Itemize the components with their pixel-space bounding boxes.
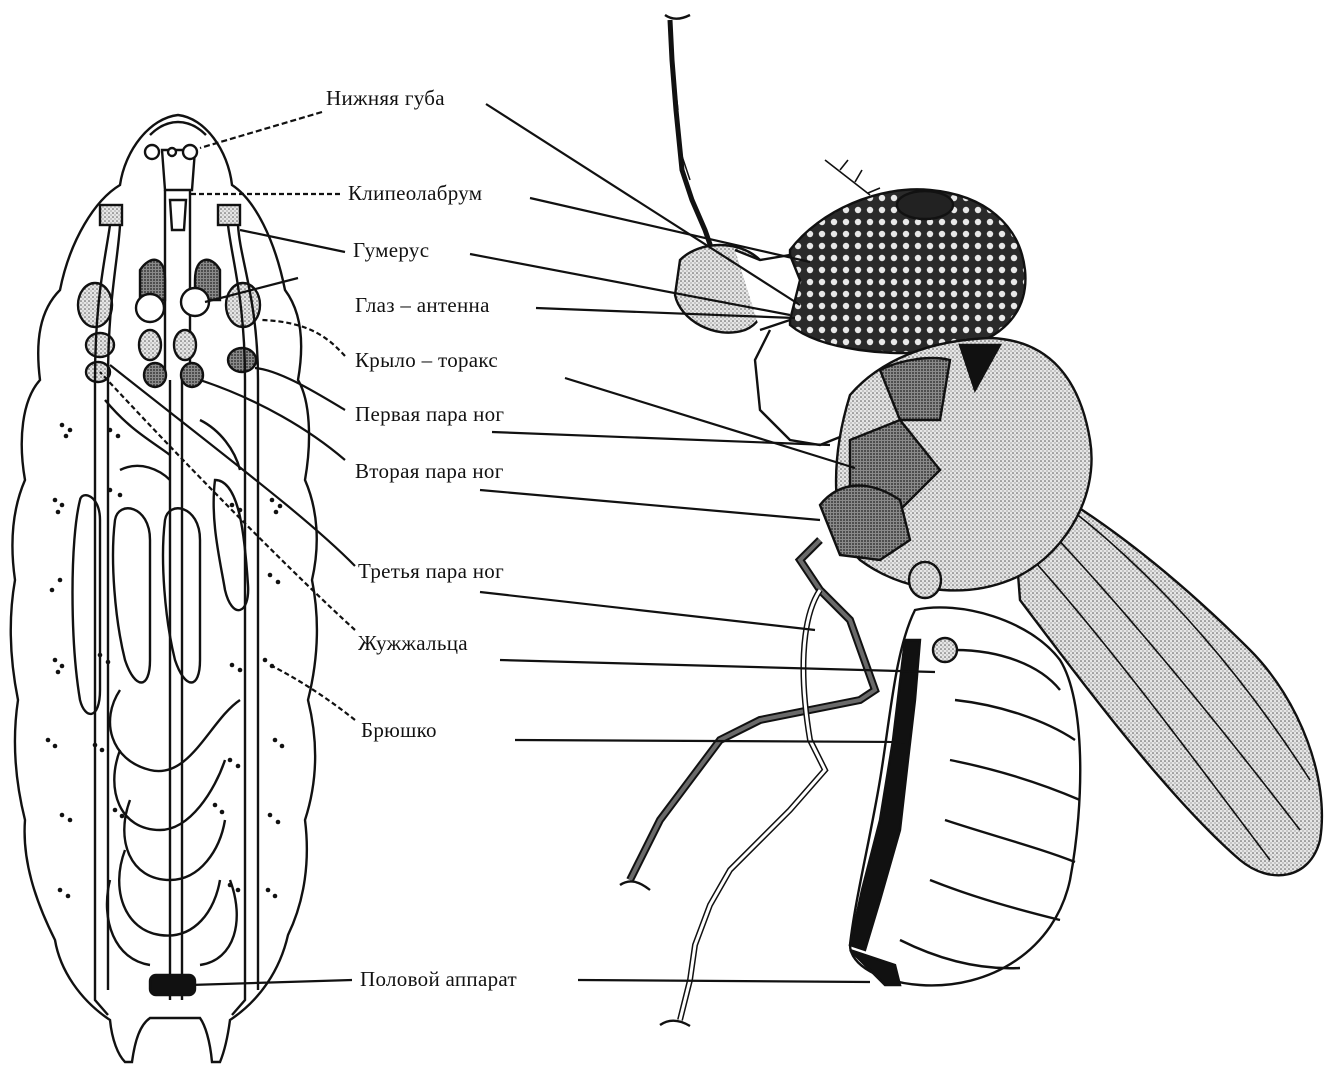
label-clypeolabrum: Клипеолабрум — [348, 181, 483, 205]
larva-body-outline — [9, 113, 319, 1064]
leader-lower-lip-left — [199, 110, 323, 150]
leader-humerus-left — [239, 228, 346, 254]
leader-eye-antenna-left — [204, 276, 299, 304]
label-third-leg-pair: Третья пара ног — [358, 559, 504, 583]
label-second-leg-pair: Вторая пара ног — [355, 459, 504, 483]
leader-second-leg-right — [479, 488, 821, 522]
label-lower-lip: Нижняя губа — [326, 86, 445, 110]
leader-wing-thorax-left — [261, 318, 346, 357]
leader-second-leg-left — [199, 378, 346, 461]
label-humerus: Гумерус — [353, 238, 430, 262]
label-wing-thorax: Крыло – торакс — [355, 348, 499, 372]
label-halteres: Жужжальца — [358, 631, 468, 655]
leader-third-leg-right — [479, 590, 816, 632]
leader-genital-left — [189, 978, 353, 987]
label-abdomen: Брюшко — [361, 718, 437, 742]
leader-genital-right — [577, 978, 871, 984]
leader-lower-lip-right — [485, 103, 801, 306]
leader-clypeolabrum-right — [529, 196, 811, 264]
larva-drawing — [9, 113, 319, 1064]
label-first-leg-pair: Первая пара ног — [355, 402, 505, 426]
leader-abdomen-right — [514, 738, 906, 744]
fly-head — [788, 188, 1027, 355]
leader-third-leg-left — [109, 364, 356, 567]
leader-first-leg-left — [254, 366, 346, 411]
leader-eye-antenna-right — [535, 306, 796, 320]
fly-second-leg — [626, 537, 880, 882]
leader-halteres-left — [99, 371, 356, 631]
fly-drawing — [619, 13, 1324, 1028]
label-genital-apparatus: Половой аппарат — [360, 967, 517, 991]
larva-dots — [45, 422, 285, 899]
leader-abdomen-left — [269, 664, 356, 721]
leader-first-leg-right — [491, 430, 831, 447]
leader-lines — [99, 103, 936, 987]
leader-humerus-right — [469, 252, 791, 317]
leader-halteres-right — [499, 658, 936, 674]
label-eye-antenna: Глаз – антенна — [355, 293, 490, 317]
leader-wing-thorax-right — [564, 376, 856, 470]
